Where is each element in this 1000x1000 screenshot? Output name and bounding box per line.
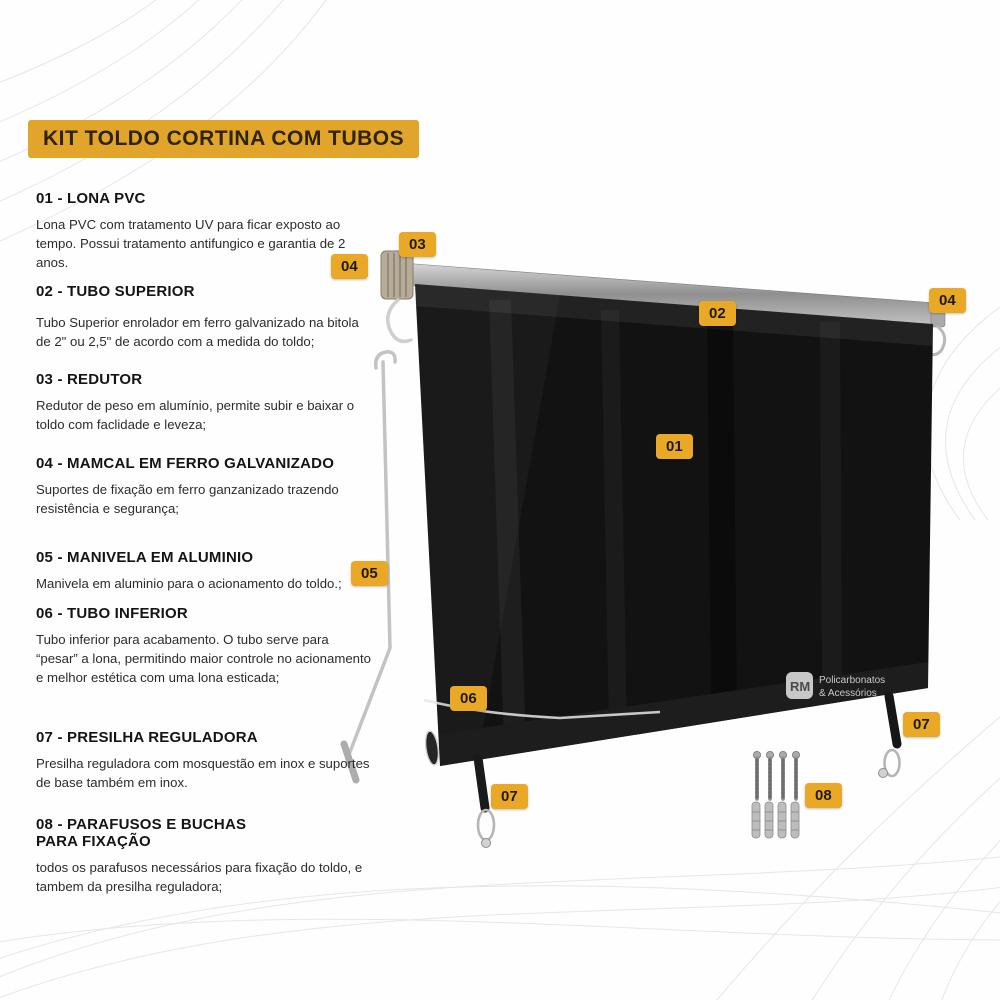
section-body-08: todos os parafusos necessários para fixa… (36, 860, 363, 895)
section-body-03: Redutor de peso em alumínio, permite sub… (36, 398, 355, 433)
callout-04-mamcal-left: 04 (331, 254, 368, 279)
section-lona-pvc: 01 - LONA PVC Lona PVC com tratamento UV… (36, 190, 374, 272)
section-body-04: Suportes de fixação em ferro ganzanizado… (36, 482, 339, 517)
callout-02-tubo-superior: 02 (699, 301, 736, 326)
section-mamcal: 04 - MAMCAL EM FERRO GALVANIZADO Suporte… (36, 455, 374, 518)
reducer-gear (380, 250, 414, 300)
section-heading-05: 05 - MANIVELA EM ALUMINIO (36, 549, 254, 566)
mamcal-hook-left (386, 298, 413, 344)
section-redutor: 03 - REDUTOR Redutor de peso em alumínio… (36, 371, 374, 434)
callout-05-manivela: 05 (351, 561, 388, 586)
section-tubo-superior: 02 - TUBO SUPERIOR Tubo Superior enrolad… (36, 283, 374, 351)
section-body-06: Tubo inferior para acabamento. O tubo se… (36, 632, 371, 686)
section-parafusos: 08 - PARAFUSOS E BUCHAS PARA FIXAÇÃO tod… (36, 816, 374, 896)
section-body-07: Presilha reguladora com mosquestão em in… (36, 756, 370, 791)
section-body-02: Tubo Superior enrolador em ferro galvani… (36, 315, 359, 350)
section-heading-07: 07 - PRESILHA REGULADORA (36, 729, 258, 746)
section-presilha: 07 - PRESILHA REGULADORA Presilha regula… (36, 729, 374, 792)
callout-04-mamcal-right: 04 (929, 288, 966, 313)
rm-logo-line2: & Acessórios (819, 688, 877, 699)
mamcal-hook-right (926, 325, 947, 357)
crank-handle (340, 350, 397, 784)
section-body-01: Lona PVC com tratamento UV para ficar ex… (36, 217, 346, 271)
section-heading-04: 04 - MAMCAL EM FERRO GALVANIZADO (36, 455, 335, 472)
section-tubo-inferior: 06 - TUBO INFERIOR Tubo inferior para ac… (36, 605, 374, 687)
rm-logo-abbr: RM (790, 679, 810, 694)
callout-07-presilha-bottom: 07 (491, 784, 528, 809)
tarp-canvas (415, 284, 933, 766)
callout-03-redutor: 03 (399, 232, 436, 257)
section-body-05: Manivela em aluminio para o acionamento … (36, 576, 342, 591)
section-heading-03: 03 - REDUTOR (36, 371, 143, 388)
rm-logo: RM Policarbonatos & Acessórios (786, 672, 885, 699)
callout-01-lona: 01 (656, 434, 693, 459)
callout-07-presilha-right: 07 (903, 712, 940, 737)
screws-and-plugs (751, 751, 800, 839)
section-manivela: 05 - MANIVELA EM ALUMINIO Manivela em al… (36, 549, 374, 593)
section-heading-02: 02 - TUBO SUPERIOR (36, 283, 195, 300)
callout-06-tubo-inferior: 06 (450, 686, 487, 711)
page-title: KIT TOLDO CORTINA COM TUBOS (28, 120, 420, 158)
callout-08-parafusos: 08 (805, 783, 842, 808)
rm-logo-line1: Policarbonatos (819, 675, 885, 686)
section-heading-08: 08 - PARAFUSOS E BUCHAS PARA FIXAÇÃO (36, 816, 247, 850)
section-heading-01: 01 - LONA PVC (36, 190, 146, 207)
strap-carabiner-right (878, 691, 902, 778)
section-heading-06: 06 - TUBO INFERIOR (36, 605, 188, 622)
strap-carabiner-left (473, 753, 496, 848)
